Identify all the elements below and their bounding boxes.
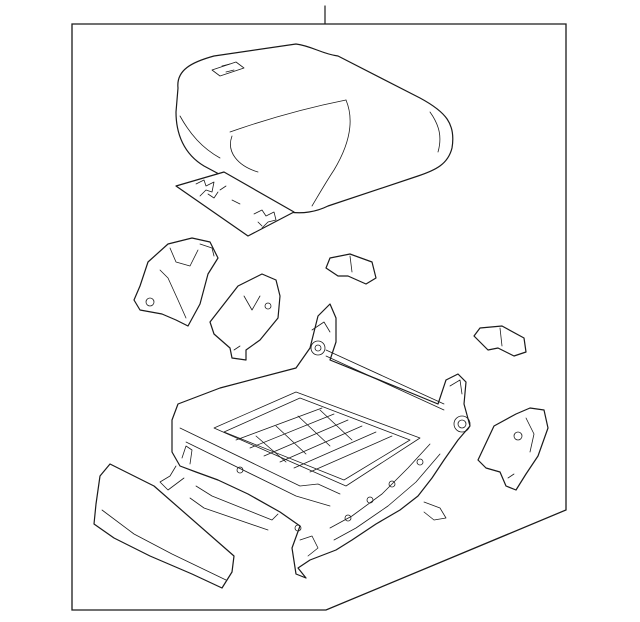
seat-cushion [175, 43, 454, 214]
side-shield-outer [133, 237, 219, 327]
trim-cap-left [325, 253, 377, 285]
front-trim-panel [93, 463, 235, 589]
heater-mat [175, 171, 295, 237]
trim-cap-right [473, 325, 527, 357]
side-bracket-right [477, 407, 549, 491]
seat-frame [159, 303, 471, 579]
side-bracket-inner [209, 273, 281, 361]
